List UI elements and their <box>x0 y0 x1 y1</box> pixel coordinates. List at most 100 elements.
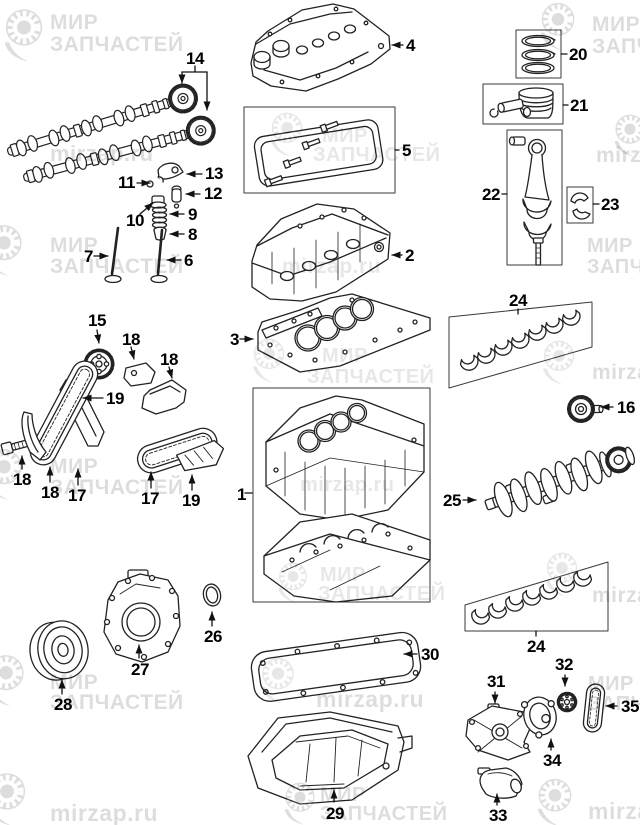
callout-20: 20 <box>569 45 587 64</box>
main-bearings-upper-box <box>448 301 593 389</box>
callout-17: 17 <box>141 489 159 508</box>
oil-pump-cover-drawing <box>520 696 557 739</box>
timing-cover-drawing <box>103 569 181 663</box>
callout-19: 19 <box>182 491 200 510</box>
callout-30: 30 <box>421 645 439 664</box>
callout-13: 13 <box>205 164 223 183</box>
watermark-brand-text: МИР <box>50 455 99 478</box>
crankshaft-pulley-drawing <box>29 620 89 681</box>
callout-34: 34 <box>543 751 561 770</box>
crankshaft-seal-drawing <box>202 583 222 607</box>
callout-21: 21 <box>570 96 588 115</box>
watermark-brand-text: МИР <box>50 11 99 34</box>
callout-2: 2 <box>405 246 414 265</box>
callout-19: 19 <box>106 389 124 408</box>
watermark-brand-text: ЗАПЧАСТЕЙ <box>313 144 441 166</box>
watermark-brand-text: ЗАПЧ <box>588 693 640 715</box>
callout-17: 17 <box>68 486 86 505</box>
watermark-site-text: mirzap.ru <box>596 144 640 167</box>
callout-12: 12 <box>204 184 222 203</box>
cylinder-head-drawing <box>251 203 391 302</box>
head-gasket-drawing <box>257 293 431 373</box>
watermark-brand-text: МИР <box>587 235 633 257</box>
watermark-brand-text: МИР <box>588 673 634 695</box>
valve-cover-drawing <box>250 3 391 92</box>
oil-pump-drawing <box>465 703 533 761</box>
connecting-rod-box <box>506 129 563 266</box>
watermark-site-text: mirzap.ru <box>316 686 425 712</box>
chain-tensioner-arm-drawing <box>123 362 156 387</box>
watermark-brand-text: ЗАПЧАСТЕЙ <box>320 803 448 825</box>
watermark-brand-text: МИР <box>322 345 368 367</box>
valve-drawing-6 <box>150 228 168 284</box>
watermark-brand-text: ЗАПЧ <box>587 256 640 278</box>
oil-pump-sprocket-drawing <box>556 691 578 713</box>
callout-16: 16 <box>617 398 635 417</box>
callout-9: 9 <box>188 205 197 224</box>
valve-drawing-7 <box>104 226 122 284</box>
rod-bearings-box <box>566 186 594 224</box>
chain-slide-rail-drawing <box>141 379 187 415</box>
callout-24: 24 <box>527 637 545 656</box>
watermark-brand-text: МИР <box>320 784 366 806</box>
callout-26: 26 <box>204 627 222 646</box>
watermark-brand-text: МИР <box>322 125 368 147</box>
callout-18: 18 <box>160 350 178 369</box>
callout-18: 18 <box>41 483 59 502</box>
watermark-brand-text: ЗАПЧАСТЕЙ <box>50 255 184 278</box>
callout-27: 27 <box>131 660 149 679</box>
callout-18: 18 <box>13 470 31 489</box>
callout-32: 32 <box>555 655 573 674</box>
oil-pump-chain-drawing <box>582 683 606 733</box>
callout-4: 4 <box>406 36 415 55</box>
callout-33: 33 <box>489 806 507 825</box>
callout-22: 22 <box>482 185 500 204</box>
callout-24: 24 <box>509 291 527 310</box>
oil-pan-drawing <box>247 711 413 805</box>
callout-3: 3 <box>230 330 239 349</box>
watermark-site-text: mirzap.ru <box>282 255 382 278</box>
chain-guide-pad-drawing <box>176 439 225 472</box>
callout-7: 7 <box>84 247 93 266</box>
timing-chain-2-drawing <box>136 427 218 474</box>
watermark-brand-text: МИР <box>592 13 640 36</box>
watermark-brand-text: ЗАПЧАСТЕЙ <box>307 366 435 388</box>
watermark-site-text: mirzap.ru <box>588 798 640 824</box>
callout-25: 25 <box>443 491 461 510</box>
watermark-brand-text: ЗАПЧАСТЕЙ <box>50 33 184 56</box>
callout-11: 11 <box>118 173 135 192</box>
watermark-site-text: mirzap.ru <box>300 474 395 496</box>
callout-31: 31 <box>487 672 505 691</box>
callout-15: 15 <box>88 311 106 330</box>
lash-adjuster-drawing <box>171 185 182 209</box>
callout-lines <box>18 41 618 806</box>
callout-35: 35 <box>621 697 639 716</box>
callout-8: 8 <box>188 225 197 244</box>
chain-rail-drawing-2 <box>21 411 47 461</box>
callout-23: 23 <box>601 195 619 214</box>
watermark-brand-text: ЗАПЧАСТЕЙ <box>50 691 184 714</box>
callout-6: 6 <box>184 251 193 270</box>
watermark-site-text: mirzap.ru <box>592 584 640 607</box>
watermark-brand-text: МИР <box>320 564 366 586</box>
watermark-brand-text: ЗАПЧАСТЕЙ <box>50 476 184 499</box>
watermark-brand-text: ЗАПЧАСТЕЙ <box>318 583 446 605</box>
crankshaft-drawing <box>484 446 636 518</box>
callout-18: 18 <box>122 330 140 349</box>
watermark-brand-text: МИР <box>50 234 99 257</box>
callout-29: 29 <box>326 804 344 823</box>
callout-10: 10 <box>126 211 144 230</box>
callout-14: 14 <box>186 49 204 68</box>
watermark-site-text: mirzap.ru <box>50 141 154 166</box>
watermark-site-text: mirzap.ru <box>50 800 159 825</box>
piston-box <box>482 83 564 125</box>
callout-5: 5 <box>402 141 411 160</box>
callout-1: 1 <box>237 485 246 504</box>
watermark-site-text: mirzap.ru <box>592 361 640 384</box>
watermark-brand-text: ЗАПЧ <box>592 35 640 58</box>
oil-pickup-drawing <box>477 767 523 799</box>
